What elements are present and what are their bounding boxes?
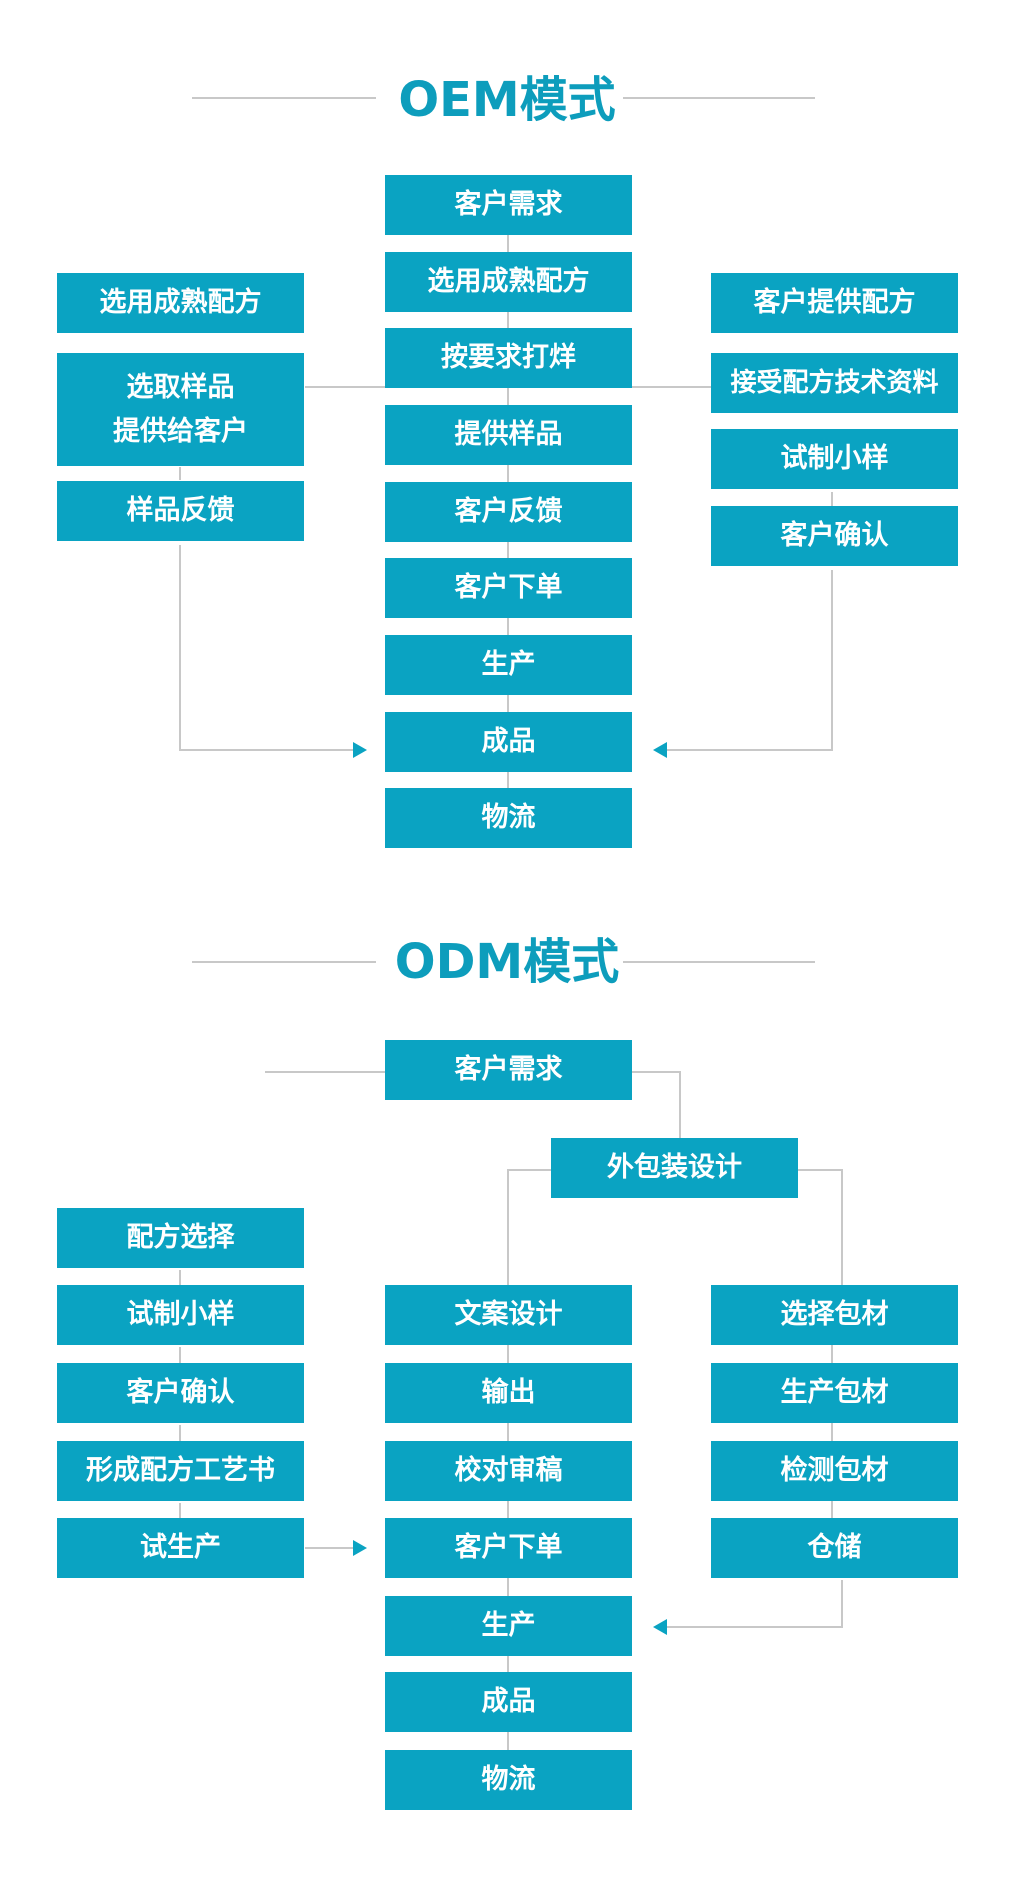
odm-middle-step: 物流 — [385, 1750, 632, 1810]
arrow-right-icon — [353, 1540, 367, 1556]
odm-left-step: 形成配方工艺书 — [57, 1441, 304, 1501]
oem-center-step: 成品 — [385, 712, 632, 772]
odm-left-step: 客户确认 — [57, 1363, 304, 1423]
oem-right-step: 客户确认 — [711, 506, 958, 566]
odm-middle-step: 客户下单 — [385, 1518, 632, 1578]
odm-middle-step: 输出 — [385, 1363, 632, 1423]
oem-center-step: 客户反馈 — [385, 482, 632, 542]
oem-left-step: 选用成熟配方 — [57, 273, 304, 333]
odm-middle-step: 生产 — [385, 1596, 632, 1656]
odm-packaging-step: 外包装设计 — [551, 1138, 798, 1198]
odm-right-step: 生产包材 — [711, 1363, 958, 1423]
odm-right-step: 检测包材 — [711, 1441, 958, 1501]
oem-title: OEM模式 — [398, 72, 616, 128]
arrow-left-icon — [653, 742, 667, 758]
oem-right-step: 接受配方技术资料 — [711, 353, 958, 413]
odm-middle-step: 文案设计 — [385, 1285, 632, 1345]
oem-right-step: 客户提供配方 — [711, 273, 958, 333]
oem-center-step: 按要求打烊 — [385, 328, 632, 388]
arrow-right-icon — [353, 742, 367, 758]
oem-center-step: 客户下单 — [385, 558, 632, 618]
oem-center-step: 客户需求 — [385, 175, 632, 235]
oem-left-step: 样品反馈 — [57, 481, 304, 541]
oem-left-step-sample: 选取样品 提供给客户 — [57, 353, 304, 466]
oem-right-step: 试制小样 — [711, 429, 958, 489]
odm-left-step: 配方选择 — [57, 1208, 304, 1268]
odm-right-step: 仓储 — [711, 1518, 958, 1578]
odm-middle-step: 校对审稿 — [385, 1441, 632, 1501]
oem-center-step: 物流 — [385, 788, 632, 848]
arrow-left-icon — [653, 1619, 667, 1635]
odm-title: ODM模式 — [394, 934, 620, 990]
odm-middle-step: 成品 — [385, 1672, 632, 1732]
odm-top-step: 客户需求 — [385, 1040, 632, 1100]
oem-left-step-line: 选取样品 — [126, 371, 235, 403]
oem-center-step: 生产 — [385, 635, 632, 695]
oem-center-step: 提供样品 — [385, 405, 632, 465]
oem-left-step-line: 提供给客户 — [113, 415, 248, 447]
odm-left-step: 试制小样 — [57, 1285, 304, 1345]
odm-left-step: 试生产 — [57, 1518, 304, 1578]
oem-center-step: 选用成熟配方 — [385, 252, 632, 312]
odm-right-step: 选择包材 — [711, 1285, 958, 1345]
